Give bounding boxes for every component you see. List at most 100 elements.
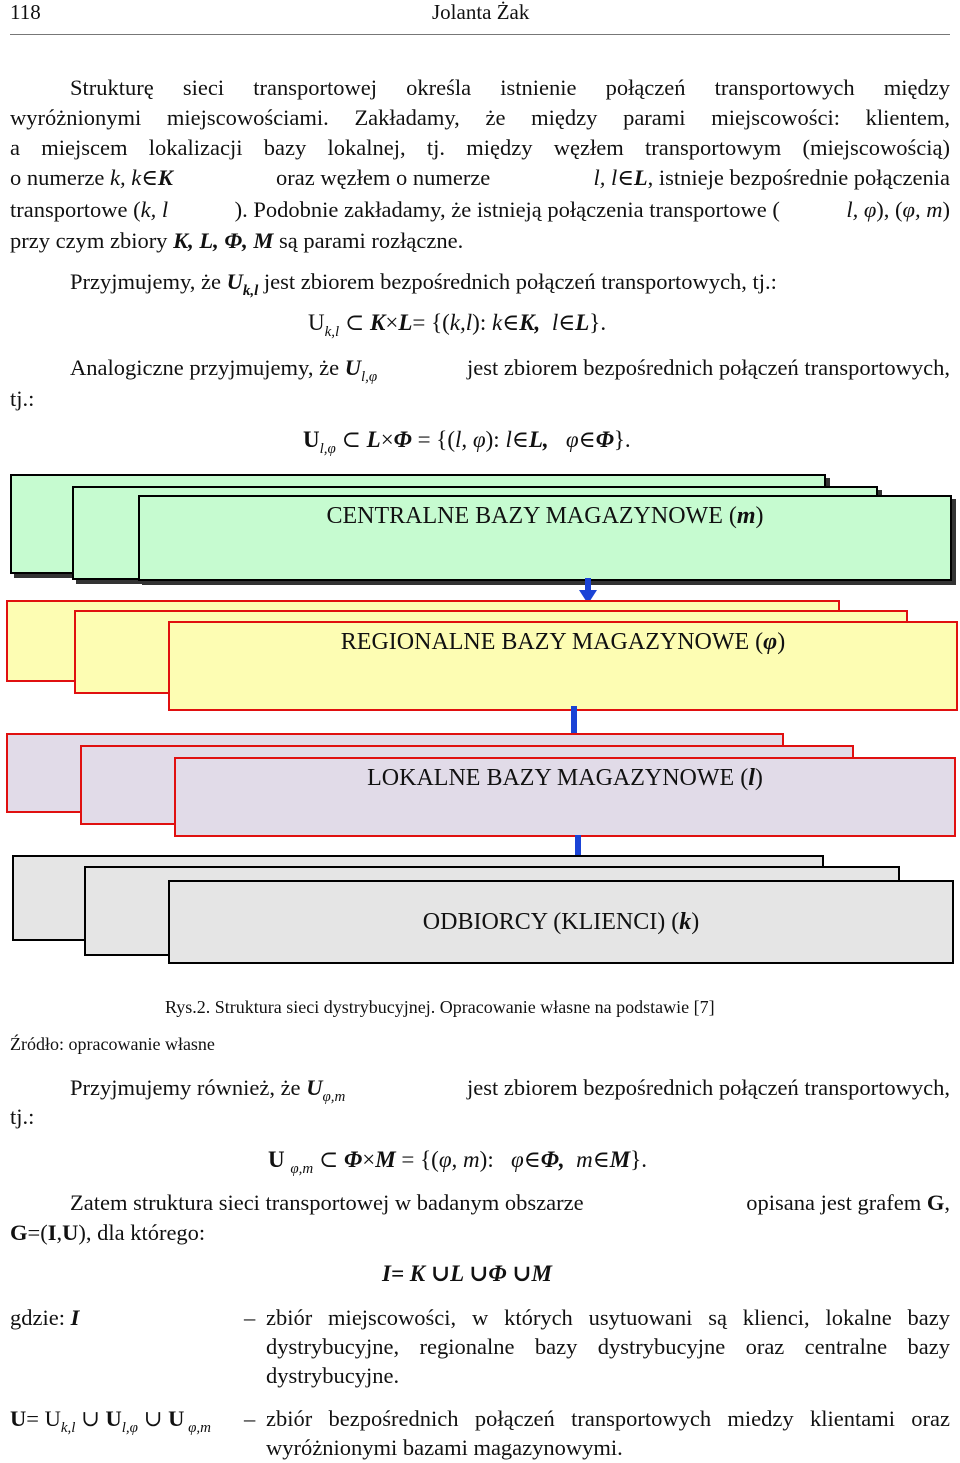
- para1-line6: przy czym zbiory K, L, Φ, M są parami ro…: [10, 225, 463, 256]
- def-text: =: [26, 1406, 45, 1431]
- clients-box-front: ODBIORCY (KLIENCI) (k): [168, 880, 954, 964]
- operator: ):: [485, 427, 506, 452]
- header-rule: [10, 34, 950, 35]
- para5-line1: Zatem struktura sieci transportowej w ba…: [70, 1187, 950, 1218]
- level-title: ): [777, 629, 786, 655]
- para5-text: =(: [27, 1220, 48, 1245]
- formula-U-lphi: Ul,φ ⊂ L×Φ = {(l, φ): l∈L, φ∈Φ}.: [303, 427, 631, 457]
- symbol-U: U: [10, 1406, 27, 1431]
- var-lphi: l, φ: [846, 197, 877, 222]
- operator: ∪: [137, 1406, 169, 1431]
- formula-U-phim: U φ,m ⊂ Φ×M = {(φ, m): φ∈Φ, m∈M}.: [268, 1147, 648, 1177]
- operator: ):: [472, 310, 492, 335]
- para4-line1: Przyjmujemy również, że Uφ,m jest zbiore…: [70, 1072, 950, 1107]
- para5-text: Zatem struktura sieci transportowej w ba…: [70, 1190, 584, 1215]
- clients-label: ODBIORCY (KLIENCI) (k): [423, 909, 699, 936]
- var-l: l: [748, 765, 755, 791]
- set-K: K: [369, 310, 386, 335]
- operator: ⊂: [339, 310, 370, 335]
- para5-text: ,: [56, 1220, 63, 1245]
- def-I-line1: zbiór miejscowości, w których usytuowani…: [266, 1305, 950, 1330]
- central-label: CENTRALNE BAZY MAGAZYNOWE (m): [326, 503, 763, 530]
- var-k: k, k: [109, 165, 142, 190]
- def-U-line1: zbiór bezpośrednich połączeń transportow…: [266, 1406, 950, 1431]
- para3-text: Analogiczne przyjmujemy, że: [70, 355, 345, 380]
- var-phim: φ, m: [438, 1147, 480, 1172]
- set-L: L: [633, 165, 648, 190]
- para5-text: opisana jest grafem: [746, 1190, 927, 1215]
- set-Phi: Φ: [595, 427, 614, 452]
- para4-text: Przyjmujemy również, że: [70, 1075, 307, 1100]
- figure-caption: Rys.2. Struktura sieci dystrybucyjnej. O…: [165, 997, 715, 1017]
- var-phi: φ: [565, 427, 579, 452]
- var-phi: φ: [763, 629, 778, 655]
- para3-text: jest zbiorem bezpośrednich połączeń tran…: [467, 355, 950, 380]
- set-L: L: [575, 310, 590, 335]
- para1-text: ), (: [876, 197, 903, 222]
- set-L: L: [398, 310, 413, 335]
- para1-text: o numerze: [10, 165, 110, 190]
- para1-text: transportowe (: [10, 197, 141, 222]
- para1-line4: o numerze k, k∈K oraz węzłem o numerze l…: [10, 162, 950, 193]
- def-I-label: gdzie: I: [10, 1302, 79, 1333]
- running-header-author: Jolanta Żak: [432, 0, 530, 24]
- operator: ∈: [592, 1147, 610, 1172]
- operator: ×: [385, 310, 399, 335]
- para2: Przyjmujemy, że Uk,l jest zbiorem bezpoś…: [70, 266, 777, 301]
- set-M: M: [375, 1147, 396, 1172]
- para3-line1: Analogiczne przyjmujemy, że Ul,φ jest zb…: [70, 352, 950, 387]
- formula-U-kl: Uk,l ⊂ K×L= {(k,l): k∈K, l∈L}.: [308, 310, 606, 340]
- operator: ∈: [578, 427, 596, 452]
- symbol-U: U: [268, 1147, 285, 1172]
- para5-line2: G=(I,U), dla którego:: [10, 1217, 205, 1248]
- var-kl: k, l: [140, 197, 169, 222]
- central-box-front: CENTRALNE BAZY MAGAZYNOWE (m): [138, 495, 952, 581]
- para5-text: ), dla którego:: [78, 1220, 206, 1245]
- page-number: 118: [10, 0, 41, 24]
- set-Phi: Φ: [344, 1147, 363, 1172]
- var-k: k: [491, 310, 503, 335]
- operator: }.: [630, 1147, 648, 1172]
- operator: ⊂: [335, 427, 367, 452]
- subscript: φ,m: [322, 1089, 346, 1105]
- para1-line3: a miejscem lokalizacji bazy lokalnej, tj…: [10, 135, 950, 160]
- para4-tj: tj.:: [10, 1104, 35, 1129]
- para5-text: ,: [944, 1190, 950, 1215]
- para1-text: ). Podobnie zakładamy, że istnieją połąc…: [234, 197, 780, 222]
- var-phi: φ: [510, 1147, 524, 1172]
- regional-box-front: REGIONALNE BAZY MAGAZYNOWE (φ): [168, 621, 958, 711]
- operator: = {(: [411, 427, 455, 452]
- local-box-front: LOKALNE BAZY MAGAZYNOWE (l): [174, 757, 956, 837]
- set-M: M: [609, 1147, 631, 1172]
- sets-list: K, L, Φ, M: [173, 228, 274, 253]
- para4-text: jest zbiorem bezpośrednich połączeń tran…: [467, 1075, 950, 1100]
- level-title: ): [691, 908, 700, 935]
- subscript: l,φ: [360, 369, 378, 385]
- var-k: k: [679, 908, 692, 935]
- symbol-I: I: [47, 1220, 57, 1245]
- para1-text: oraz węzłem o numerze: [276, 165, 491, 190]
- operator: ∪: [75, 1406, 106, 1431]
- para1-text: , istnieje bezpośrednie połączenia: [647, 165, 950, 190]
- operator: = {(: [412, 310, 450, 335]
- level-title: LOKALNE BAZY MAGAZYNOWE (: [367, 765, 749, 791]
- def-U-line2: wyróżnionymi bazami magazynowymi.: [266, 1435, 623, 1460]
- subscript: φ,m: [184, 1420, 211, 1436]
- def-text: gdzie:: [10, 1305, 71, 1330]
- level-title: ): [755, 503, 764, 529]
- var-phim: φ, m: [902, 197, 943, 222]
- set-K: K: [157, 165, 173, 190]
- def-I-dash: –: [244, 1305, 256, 1330]
- var-kl: k,l: [449, 310, 473, 335]
- symbol-G: G: [10, 1220, 28, 1245]
- level-title: REGIONALNE BAZY MAGAZYNOWE (: [340, 629, 764, 655]
- subscript: φ,m: [290, 1161, 314, 1177]
- symbol-U: U: [308, 310, 325, 335]
- var-l: l, l: [593, 165, 618, 190]
- set-K: K,: [519, 310, 541, 335]
- def-U-dash: –: [244, 1406, 256, 1431]
- operator: ):: [479, 1147, 500, 1172]
- var-lphi: l, φ: [455, 427, 486, 452]
- subscript: k,l: [60, 1420, 76, 1436]
- local-label: LOKALNE BAZY MAGAZYNOWE (l): [367, 765, 763, 792]
